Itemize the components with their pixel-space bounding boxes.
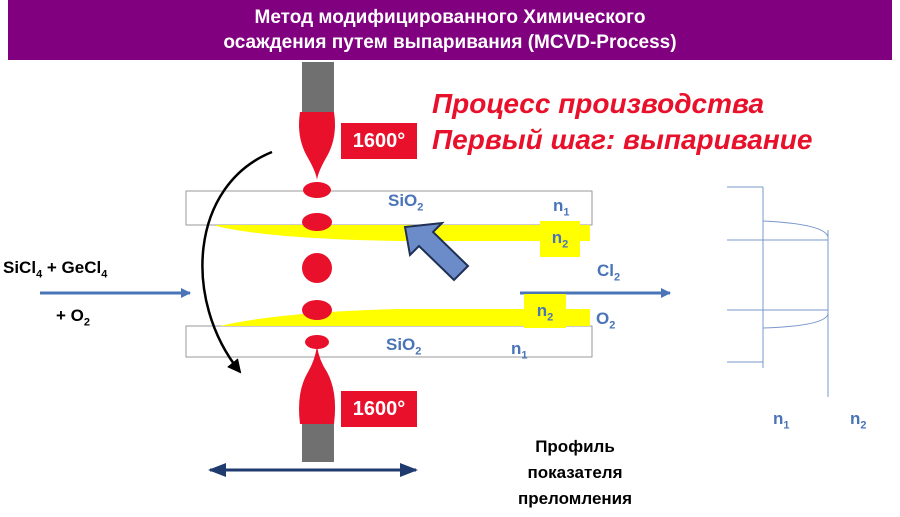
- refractive-index-profile: [727, 186, 829, 397]
- profile-n1-label: n1: [773, 409, 790, 432]
- bottom-temperature-label: 1600°: [341, 391, 417, 427]
- burner-body-bottom: [302, 424, 334, 462]
- hot-spot-3: [302, 253, 332, 283]
- core-layer-upper: [216, 225, 590, 241]
- process-title: Процесс производства: [432, 88, 765, 119]
- oxygen-output-label: O2: [596, 309, 616, 332]
- title-line-2: осаждения путем выпаривания (MCVD-Proces…: [223, 32, 677, 53]
- flame-bottom: [299, 346, 336, 424]
- hot-spot-1: [303, 182, 331, 198]
- tube-wall-lower: [185, 325, 593, 358]
- chlorine-output-label: Cl2: [597, 261, 621, 284]
- hot-spot-2: [302, 213, 332, 231]
- title-banner: Метод модифицированного Химического осаж…: [8, 0, 892, 60]
- profile-caption-line-2: показателя: [527, 463, 623, 482]
- profile-caption-line-3: преломления: [517, 489, 633, 508]
- flame-top: [299, 112, 335, 180]
- profile-n2-label: n2: [850, 409, 867, 432]
- upper-n2-label: n2: [540, 221, 580, 257]
- top-temperature-label: 1600°: [341, 123, 417, 159]
- hot-spot-4: [302, 300, 332, 320]
- lower-sio2-label: SiO2: [386, 335, 422, 358]
- precursor-label: SiCl4 + GeCl4: [3, 258, 108, 281]
- oxygen-input-label: + O2: [56, 306, 90, 329]
- burner-body-top: [302, 62, 334, 112]
- profile-caption: Профиль показателя преломления: [490, 434, 660, 512]
- upper-sio2-label: SiO2: [388, 191, 424, 214]
- rotation-arrow: [201, 150, 273, 374]
- step-title: Первый шаг: выпаривание: [432, 124, 813, 155]
- tube-wall-upper: [185, 190, 593, 226]
- profile-caption-line-1: Профиль: [535, 437, 615, 456]
- lower-n2-label: n2: [524, 294, 566, 328]
- upper-n1-label: n1: [553, 196, 570, 219]
- title-line-1: Метод модифицированного Химического: [254, 7, 646, 28]
- deposition-arrow: [403, 221, 470, 282]
- lower-n1-label: n1: [511, 339, 528, 362]
- hot-spot-5: [305, 335, 329, 349]
